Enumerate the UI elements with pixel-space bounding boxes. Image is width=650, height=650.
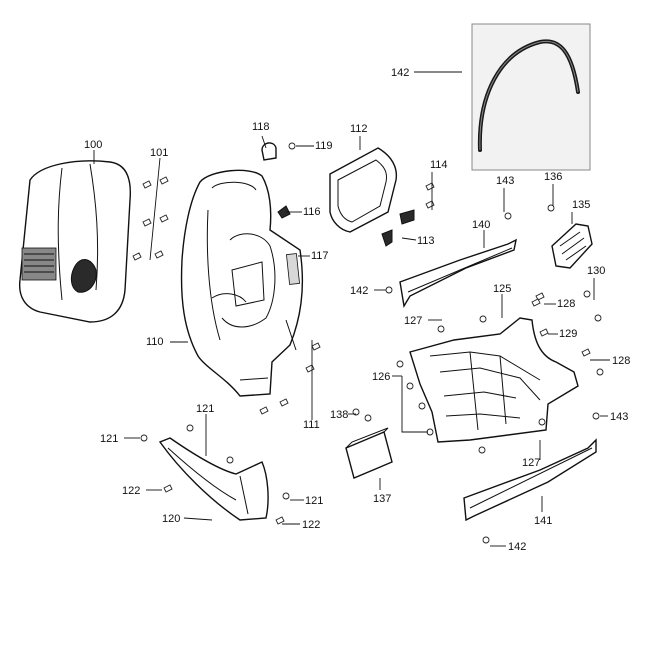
- leader-lines: [93, 71, 610, 547]
- label-121a: 121: [196, 403, 214, 415]
- part-137-box: [345, 427, 393, 479]
- part-100-front-shield: [18, 160, 132, 323]
- label-129: 129: [559, 328, 577, 340]
- part-117-pad: [286, 253, 300, 285]
- part-113-clips: [381, 209, 415, 247]
- part-125-floor-panel: [409, 317, 579, 443]
- label-143a: 143: [496, 175, 514, 187]
- part-112-lid: [329, 147, 398, 233]
- label-111: 111: [303, 419, 320, 431]
- label-130: 130: [587, 265, 605, 277]
- label-118: 118: [252, 121, 270, 133]
- label-114: 114: [430, 159, 448, 171]
- part-141-lower-strip: [463, 438, 597, 522]
- label-142c: 142: [508, 541, 526, 553]
- part-labels: 100 101 118 119 112 114 116 113 117 110 …: [84, 67, 630, 553]
- label-128b: 128: [612, 355, 630, 367]
- label-135: 135: [572, 199, 590, 211]
- label-120: 120: [162, 513, 180, 525]
- label-119: 119: [315, 140, 333, 152]
- label-125: 125: [493, 283, 511, 295]
- label-127a: 127: [404, 315, 422, 327]
- label-116: 116: [303, 206, 321, 218]
- label-122b: 122: [302, 519, 320, 531]
- label-100: 100: [84, 139, 102, 151]
- label-128a: 128: [557, 298, 575, 310]
- part-135-grille: [551, 223, 593, 269]
- label-142a: 142: [350, 285, 368, 297]
- part-110-leg-shield: [180, 169, 304, 397]
- fasteners: [132, 142, 604, 544]
- part-116-clip: [277, 205, 291, 219]
- label-122a: 122: [122, 485, 140, 497]
- part-118-knob: [261, 142, 277, 161]
- inset-photo-142: [471, 23, 591, 171]
- label-126: 126: [372, 371, 390, 383]
- label-121b: 121: [100, 433, 118, 445]
- label-112: 112: [350, 123, 368, 135]
- label-121c: 121: [305, 495, 323, 507]
- label-138: 138: [330, 409, 348, 421]
- label-143b: 143: [610, 411, 628, 423]
- part-120-lower-cover: [158, 437, 269, 521]
- label-113: 113: [417, 235, 435, 247]
- label-110: 110: [146, 336, 164, 348]
- label-136: 136: [544, 171, 562, 183]
- label-117: 117: [311, 250, 329, 262]
- label-137: 137: [373, 493, 391, 505]
- label-101: 101: [150, 147, 168, 159]
- label-141: 141: [534, 515, 552, 527]
- label-140: 140: [472, 219, 490, 231]
- part-140-side-strip: [399, 238, 517, 308]
- label-142b-inset: 142: [391, 67, 409, 79]
- label-127b: 127: [522, 457, 540, 469]
